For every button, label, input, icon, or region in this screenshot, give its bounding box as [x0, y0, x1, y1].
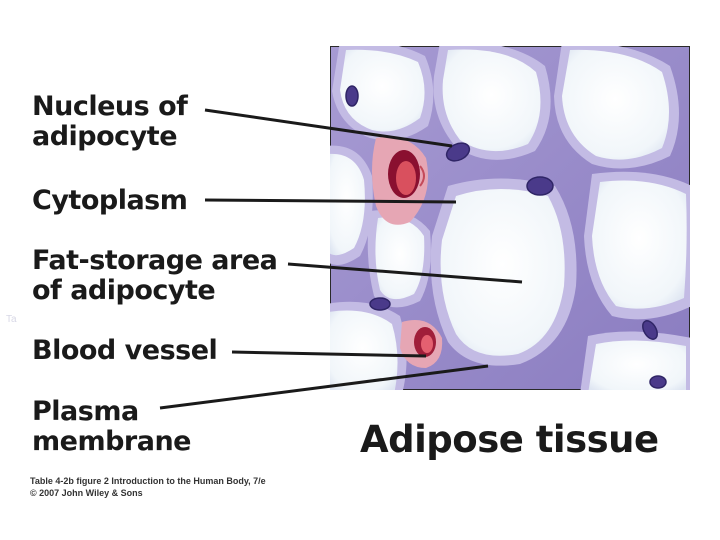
adipose-tissue-illustration	[330, 46, 690, 390]
adipocyte-bottom-left	[330, 301, 407, 390]
nucleus-marker	[649, 375, 667, 389]
adipocyte-right-middle	[584, 171, 690, 320]
copyright-line: © 2007 John Wiley & Sons	[30, 488, 143, 498]
nucleus-marker	[369, 297, 391, 311]
adipocyte-center-large	[430, 178, 577, 366]
faint-watermark-text: Ta	[6, 314, 17, 325]
label-line: Plasma	[32, 396, 139, 427]
figure-title: Adipose tissue	[360, 418, 659, 461]
label-plasma-membrane: Plasma membrane	[32, 397, 191, 457]
nucleus-marker	[445, 142, 471, 162]
label-line: membrane	[32, 426, 191, 457]
nucleus-marker	[345, 85, 359, 107]
label-nucleus-of-adipocyte: Nucleus of adipocyte	[32, 91, 188, 152]
adipocyte-left-middle	[330, 145, 373, 265]
adipocyte-top-right	[554, 46, 679, 169]
nucleus-marker	[642, 320, 658, 340]
adipocyte-bottom-right	[580, 331, 690, 390]
nucleus-marker	[526, 176, 554, 196]
label-cytoplasm: Cytoplasm	[32, 185, 188, 216]
label-line: adipocyte	[32, 121, 178, 152]
adipocyte-top-center	[433, 46, 551, 160]
label-fat-storage-area: Fat-storage area of adipocyte	[32, 245, 278, 306]
label-blood-vessel: Blood vessel	[32, 335, 218, 366]
label-line: Fat-storage area	[32, 245, 278, 276]
figure-credit-line: Table 4-2b figure 2 Introduction to the …	[30, 476, 266, 486]
label-line: of adipocyte	[32, 275, 216, 306]
adipocyte-center-left	[367, 210, 431, 308]
label-line: Nucleus of	[32, 91, 188, 122]
